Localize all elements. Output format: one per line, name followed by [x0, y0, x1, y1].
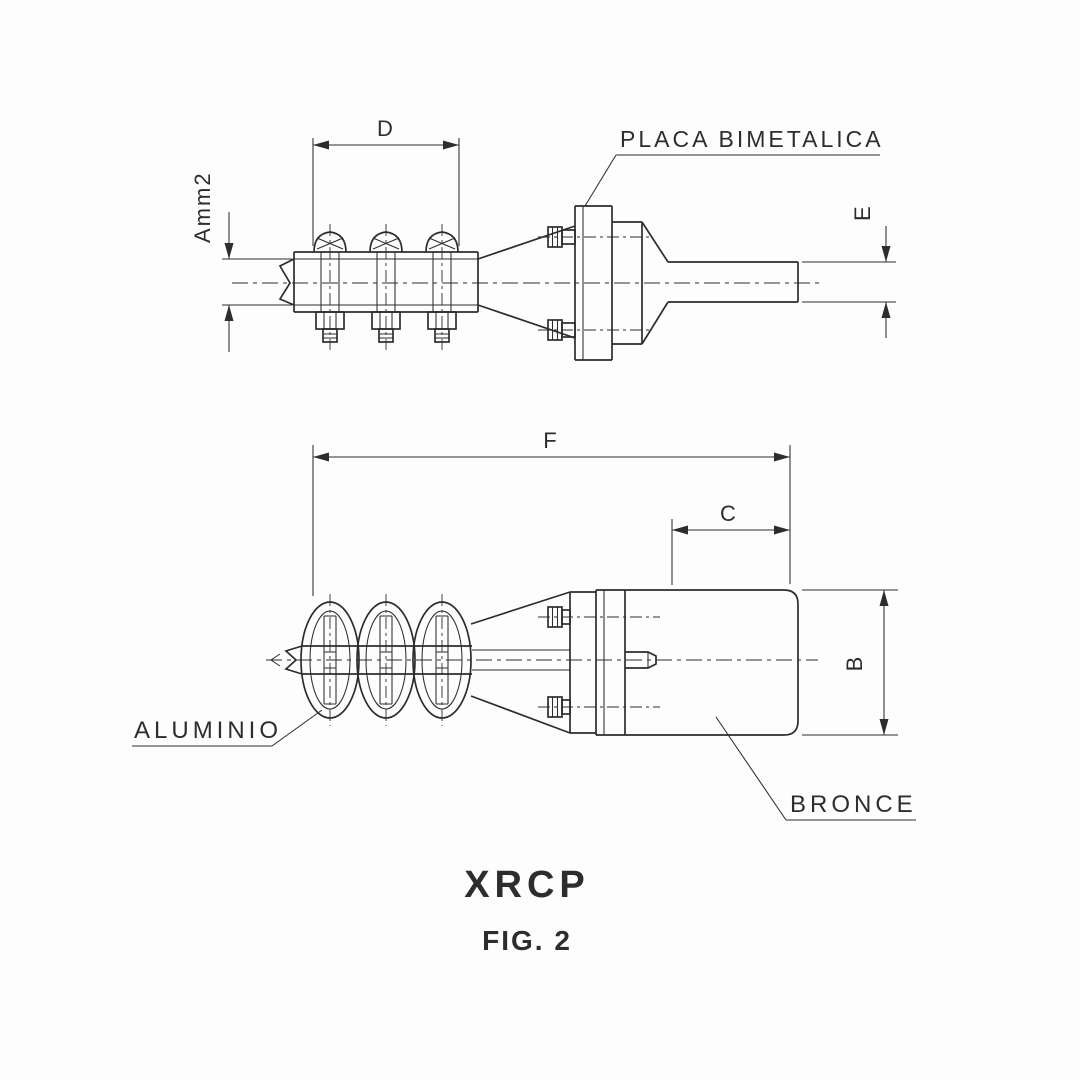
dimension-f-label: F — [543, 428, 558, 453]
top-view: D PLACA BIMETALICA Amm2 — [190, 116, 896, 361]
aluminio-label: ALUMINIO — [134, 717, 282, 744]
clamp-body-top — [232, 251, 524, 313]
dimension-e-label: E — [850, 204, 875, 221]
dimension-b-label: B — [842, 655, 867, 672]
callout-bronce: BRONCE — [715, 716, 917, 821]
plate-bolt-top-lower — [538, 319, 652, 341]
plate-assembly-top — [477, 205, 669, 361]
dimension-d: D — [312, 116, 460, 246]
part-title: XRCP — [464, 864, 590, 906]
title-block: XRCP FIG. 2 — [464, 864, 590, 956]
plate-assembly-bottom — [470, 589, 660, 736]
dimension-a-label: Amm2 — [190, 171, 215, 243]
callout-placa-bimetalica: PLACA BIMETALICA — [584, 126, 884, 207]
callout-aluminio: ALUMINIO — [132, 709, 323, 747]
bolt-assembly-1 — [313, 224, 347, 350]
plate-bolt-bottom-lower — [538, 696, 660, 718]
conductor-break-top — [278, 258, 295, 306]
bottom-view: F C — [132, 428, 917, 821]
conductor-break-bottom — [284, 645, 303, 675]
bronze-body — [625, 589, 799, 736]
dimension-c: C — [671, 501, 790, 585]
terminal-pin — [625, 651, 657, 669]
dimension-d-label: D — [377, 116, 395, 141]
dimension-a: Amm2 — [190, 171, 292, 352]
oval-clamp-2 — [356, 594, 416, 726]
dimension-c-label: C — [720, 501, 738, 526]
plate-bolt-top-upper — [538, 226, 652, 248]
plate-bolt-bottom-upper — [538, 606, 660, 628]
dimension-b: B — [802, 589, 898, 736]
dimension-e: E — [802, 204, 896, 338]
bolt-assembly-3 — [425, 224, 459, 350]
figure-label: FIG. 2 — [482, 925, 572, 956]
bolt-assembly-2 — [369, 224, 403, 350]
dimension-f: F — [312, 428, 791, 596]
oval-clamp-3 — [412, 594, 472, 726]
oval-clamp-1 — [300, 594, 360, 726]
bronce-label: BRONCE — [790, 791, 917, 818]
terminal-bar-top — [524, 261, 824, 303]
placa-bimetalica-label: PLACA BIMETALICA — [620, 126, 884, 152]
